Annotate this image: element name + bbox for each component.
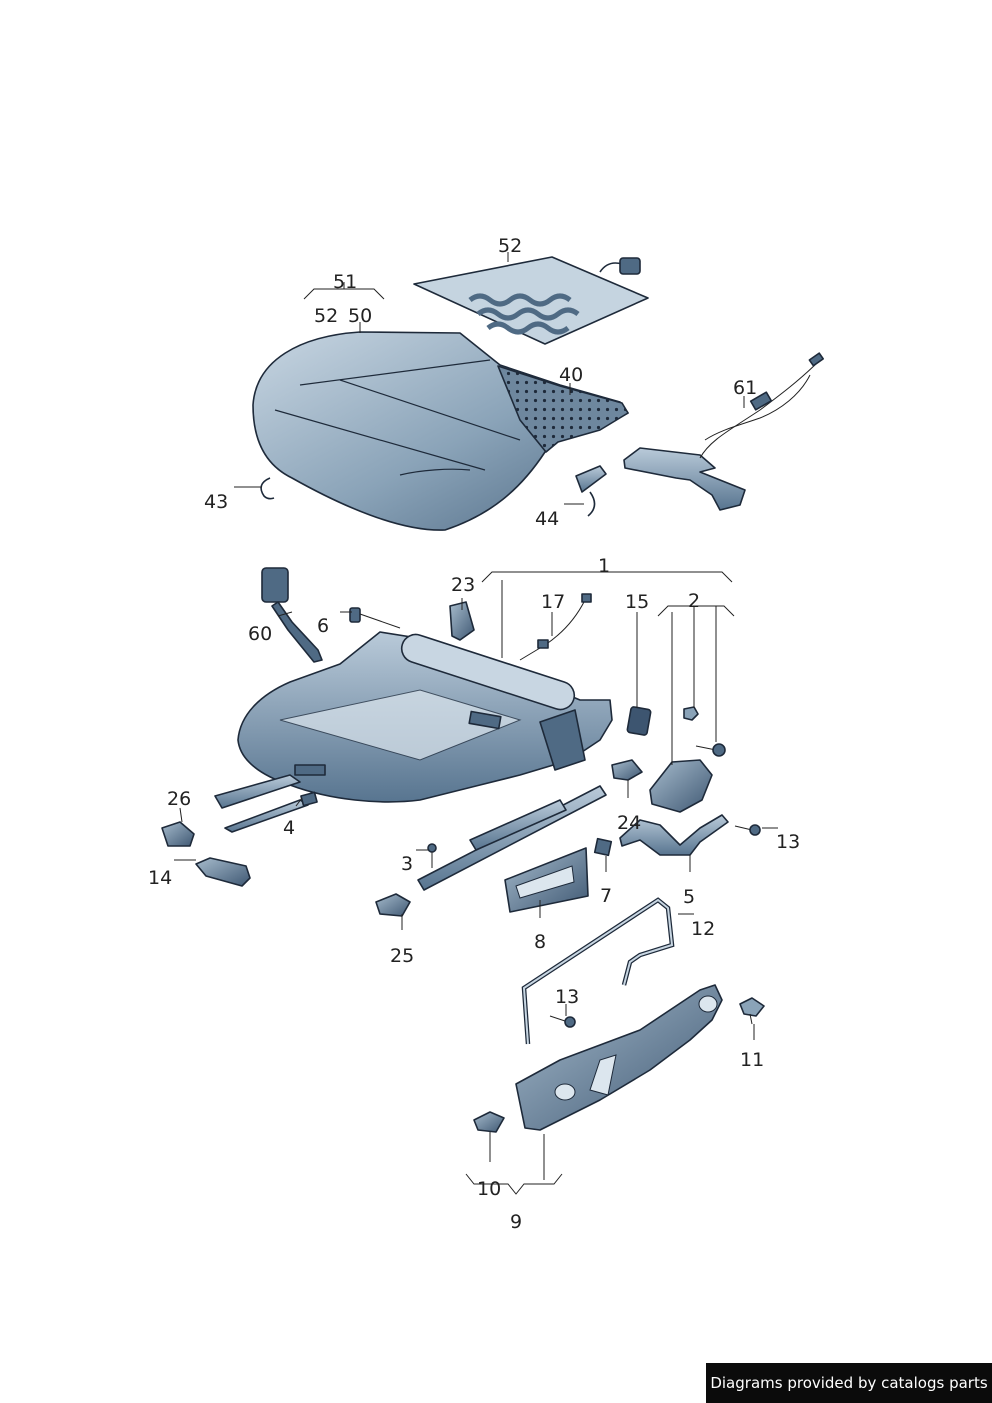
guide-part-23 [449,601,475,641]
label-7: 7 [600,885,612,907]
clip-part-7 [593,837,613,857]
label-12: 12 [691,918,715,940]
label-13-upper: 13 [776,831,800,853]
cable-part-17 [519,593,592,661]
credit-text: Diagrams provided by catalogs parts [710,1374,988,1392]
fastener-set-part-2 [683,706,726,757]
label-13-lower: 13 [555,986,579,1008]
screw-part-3 [427,843,437,868]
clip-part-4 [300,791,318,807]
label-61: 61 [733,377,757,399]
heating-mat-part-52 [413,256,649,345]
label-11: 11 [740,1049,764,1071]
trim-part-8 [504,847,589,913]
clip-part-43 [260,477,275,500]
part-labels: 52 51 52 50 40 61 43 44 1 23 17 15 2 60 … [148,235,800,1233]
label-8: 8 [534,931,546,953]
cover-part-14 [195,857,251,887]
belt-buckle-part-60 [261,567,323,663]
clip-part-10 [473,1111,505,1133]
label-44: 44 [535,508,559,530]
label-51: 51 [333,271,357,293]
label-3: 3 [401,853,413,875]
label-6: 6 [317,615,329,637]
label-2: 2 [688,590,700,612]
cap-part-24 [611,759,643,781]
label-4: 4 [283,817,295,839]
label-25: 25 [390,945,414,967]
label-52-cushion: 52 [314,305,338,327]
label-14: 14 [148,867,172,889]
cap-part-25 [375,893,411,917]
bracket-part-44 [575,465,607,517]
label-5: 5 [683,886,695,908]
screw-part-13-upper [734,824,761,836]
label-52-mat: 52 [498,235,522,257]
wiring-harness-part-61 [623,352,825,511]
label-17: 17 [541,591,565,613]
credit-banner: Diagrams provided by catalogs parts [706,1363,992,1403]
clip-part-11 [739,997,765,1025]
leader-lines [174,252,778,1195]
label-26: 26 [167,788,191,810]
label-10: 10 [477,1178,501,1200]
bolt-part-6 [349,607,401,629]
label-40: 40 [559,364,583,386]
rod-part-12 [521,897,675,1045]
label-43: 43 [204,491,228,513]
screw-part-13-lower [549,1015,576,1028]
lever-part-5 [619,814,729,856]
label-15: 15 [625,591,649,613]
label-60: 60 [248,623,272,645]
switch-part-15 [626,706,652,736]
seat-cushion-part-50 [252,331,629,531]
label-9: 9 [510,1211,522,1233]
seat-frame-part-1 [214,631,613,891]
side-panel-part-9 [515,984,723,1131]
label-50: 50 [348,305,372,327]
label-23: 23 [451,574,475,596]
hinge-bracket [649,759,713,813]
label-1: 1 [598,555,610,577]
guide-part-26 [161,821,195,847]
label-24: 24 [617,812,641,834]
